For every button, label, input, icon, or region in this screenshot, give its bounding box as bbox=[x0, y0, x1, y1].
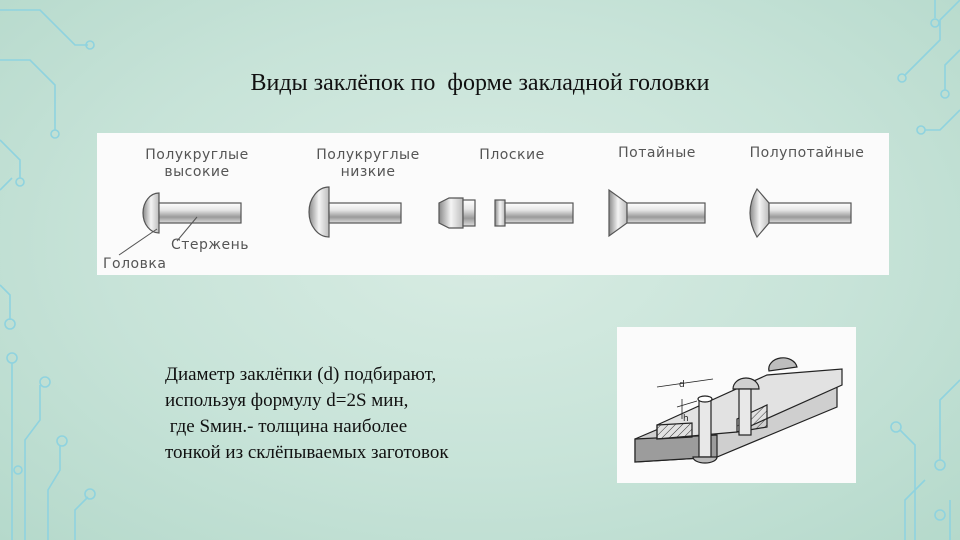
joint-label-h: h bbox=[683, 414, 689, 424]
riveted-joint-illustration: d h bbox=[617, 327, 856, 483]
label-low-round-line1: Полукруглые bbox=[316, 147, 420, 163]
label-shank-callout: Стержень bbox=[171, 237, 250, 253]
rivet-flat bbox=[438, 197, 574, 229]
label-low-round-line2: низкие bbox=[340, 164, 396, 180]
riveted-joint-drawing: d h bbox=[634, 357, 843, 464]
rivet-half-countersunk bbox=[749, 187, 852, 239]
rivet-countersunk bbox=[608, 188, 706, 238]
rivet-drawings bbox=[118, 186, 852, 256]
rivet-low-round bbox=[308, 186, 402, 238]
label-high-round-line1: Полукруглые bbox=[145, 147, 249, 163]
label-half-countersunk: Полупотайные bbox=[749, 145, 865, 161]
body-line-1: Диаметр заклёпки (d) подбирают, bbox=[165, 364, 437, 385]
joint-label-d: d bbox=[679, 380, 685, 390]
label-head-callout: Головка bbox=[103, 256, 167, 272]
formula-description: Диаметр заклёпки (d) подбирают, использу… bbox=[165, 362, 449, 466]
rivet-high-round bbox=[142, 192, 242, 234]
label-low-round: Полукруглые низкие bbox=[303, 147, 433, 181]
rivet-types-diagram: Полукруглые высокие Полукруглые низкие П… bbox=[97, 133, 889, 275]
body-line-4: тонкой из склёпываемых заготовок bbox=[165, 442, 449, 463]
slide-title: Виды заклёпок по форме закладной головки bbox=[250, 70, 710, 96]
label-high-round: Полукруглые высокие bbox=[137, 147, 257, 181]
label-high-round-line2: высокие bbox=[164, 164, 230, 180]
body-line-2: используя формулу d=2S мин, bbox=[165, 390, 409, 411]
body-line-3: где Sмин.- толщина наиболее bbox=[165, 416, 408, 437]
label-flat: Плоские bbox=[479, 147, 545, 163]
label-countersunk: Потайные bbox=[618, 145, 696, 161]
